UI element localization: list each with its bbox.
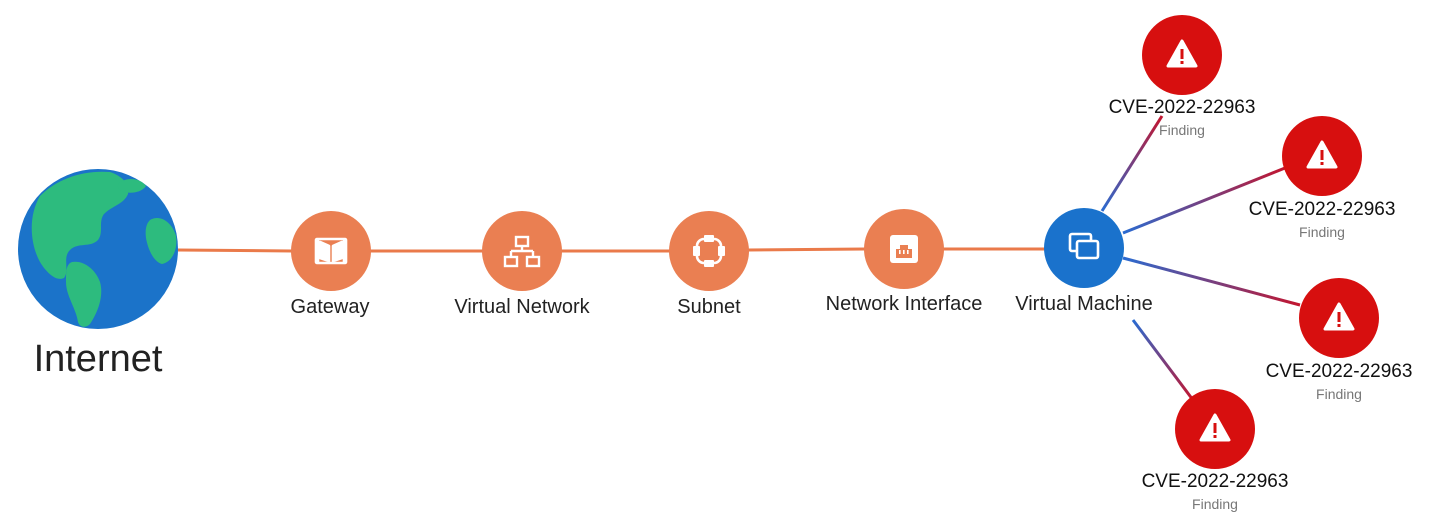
node-subnet[interactable]	[669, 211, 749, 291]
internet-node[interactable]	[18, 169, 178, 329]
warning-icon	[1323, 302, 1355, 331]
edge-vm-finding-3	[1122, 256, 1301, 307]
finding-4-title: CVE-2022-22963	[1141, 471, 1289, 492]
path-edges	[177, 247, 1045, 253]
gateway-label: Gateway	[290, 296, 370, 318]
finding-2-subtitle: Finding	[1299, 224, 1345, 240]
virtual-machine-icon	[1068, 232, 1100, 260]
edge-internet-gateway	[177, 248, 293, 253]
node-finding-1[interactable]	[1142, 15, 1222, 95]
virtual-network-label: Virtual Network	[454, 296, 590, 318]
finding-4-subtitle: Finding	[1192, 496, 1238, 512]
gateway-icon	[314, 237, 348, 265]
virtual-machine-label: Virtual Machine	[1015, 293, 1153, 315]
finding-3-title: CVE-2022-22963	[1265, 361, 1413, 382]
edge-vm-finding-4	[1131, 319, 1195, 401]
finding-edges	[1100, 115, 1301, 401]
edge-subnet-network-interface	[747, 247, 866, 252]
network-interface-label: Network Interface	[825, 293, 983, 315]
finding-1-subtitle: Finding	[1159, 122, 1205, 138]
finding-3-subtitle: Finding	[1316, 386, 1362, 402]
node-gateway[interactable]	[291, 211, 371, 291]
edge-vm-finding-2	[1122, 166, 1286, 235]
warning-icon	[1199, 413, 1231, 442]
warning-icon	[1306, 140, 1338, 169]
node-finding-3[interactable]	[1299, 278, 1379, 358]
node-network-interface[interactable]	[864, 209, 944, 289]
node-virtual-network[interactable]	[482, 211, 562, 291]
finding-2-title: CVE-2022-22963	[1248, 199, 1396, 220]
network-topology-icon	[503, 235, 541, 268]
warning-icon	[1166, 39, 1198, 68]
globe-icon	[18, 169, 178, 329]
edge-vm-finding-1	[1100, 115, 1164, 212]
subnet-label: Subnet	[677, 296, 741, 318]
finding-1-title: CVE-2022-22963	[1108, 97, 1256, 118]
node-virtual-machine[interactable]	[1044, 208, 1124, 288]
node-finding-4[interactable]	[1175, 389, 1255, 469]
ethernet-port-icon	[890, 235, 918, 263]
internet-label: Internet	[33, 338, 163, 380]
node-finding-2[interactable]	[1282, 116, 1362, 196]
